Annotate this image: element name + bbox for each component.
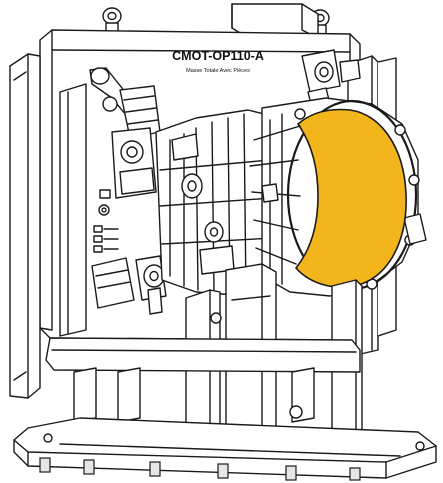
- left-inner-column: [59, 83, 87, 337]
- base-plate: [13, 417, 437, 479]
- housing-ribs: [249, 125, 301, 265]
- clutch-face-highlight: [294, 108, 407, 288]
- plate-title: CMOT-OP110-A: [172, 49, 264, 63]
- lower-frame: [45, 337, 361, 423]
- left-mid-bracket: [111, 127, 157, 199]
- title-plate: CMOT-OP110-A Masse Totale Avec Pièces: [172, 49, 264, 74]
- lifting-eye-left: [102, 7, 122, 34]
- left-post: [9, 53, 41, 399]
- left-panel-parts: [93, 189, 119, 253]
- plate-subtitle: Masse Totale Avec Pièces: [186, 68, 250, 74]
- base-feet: [39, 433, 425, 481]
- left-clamp-top: [89, 67, 161, 139]
- clutch-opening: [294, 108, 407, 288]
- left-lower-clamp: [91, 255, 167, 315]
- gearbox-housing: [155, 109, 277, 297]
